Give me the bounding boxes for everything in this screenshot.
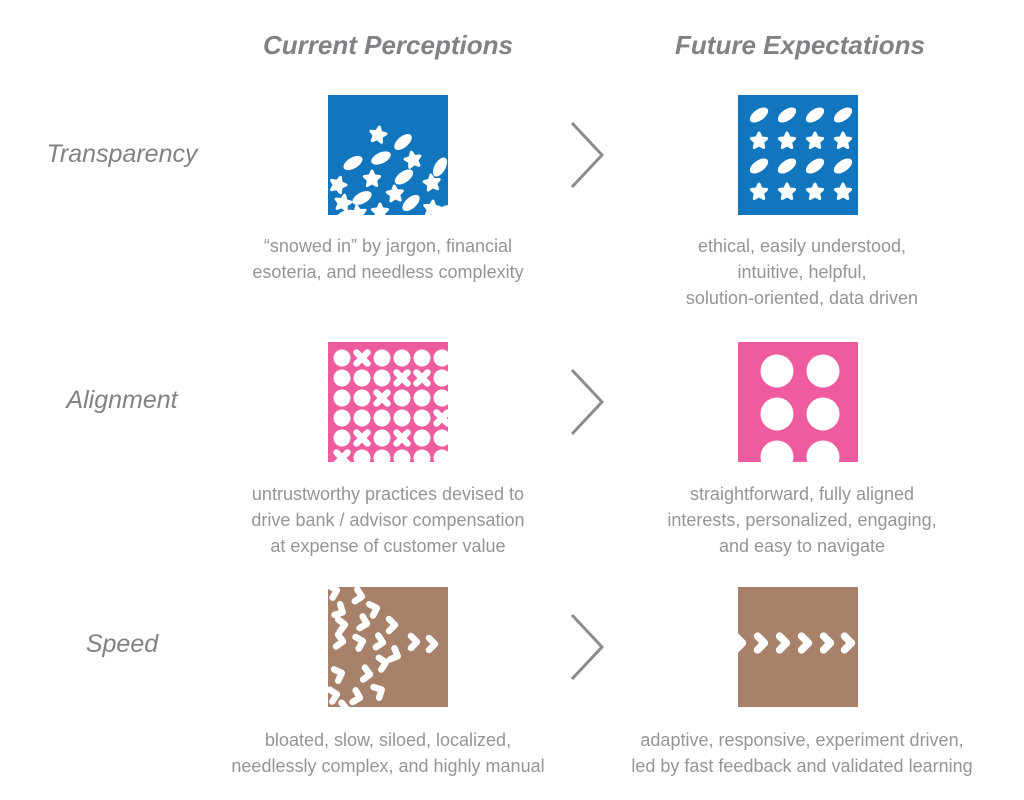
caption-line: drive bank / advisor compensation xyxy=(251,510,525,530)
column-header-future-expectations: Future Expectations xyxy=(675,30,925,60)
speed-current-tile xyxy=(328,587,448,707)
caption-line: adaptive, responsive, experiment driven, xyxy=(640,730,964,750)
transparency-future-tile xyxy=(738,95,858,215)
caption-line: solution-oriented, data driven xyxy=(685,288,919,308)
caption-line: ethical, easily understood, xyxy=(697,236,907,256)
chevron-right-arrow-icon xyxy=(570,613,605,681)
chevron-right-arrow-icon xyxy=(570,121,605,189)
scattered-chevrons-flock-icon xyxy=(328,587,448,707)
row-label-transparency: Transparency xyxy=(46,140,198,168)
large-circles-grid-icon xyxy=(738,342,858,462)
column-header-current-perceptions: Current Perceptions xyxy=(263,30,513,60)
aligned-chevrons-row-icon xyxy=(738,587,858,707)
speed-future-tile xyxy=(738,587,858,707)
caption-line: intuitive, helpful, xyxy=(737,262,867,282)
speed-current-caption: bloated, slow, siloed, localized, needle… xyxy=(188,727,588,779)
caption-line: bloated, slow, siloed, localized, xyxy=(264,730,512,750)
transparency-current-tile xyxy=(328,95,448,215)
alignment-current-caption: untrustworthy practices devised to drive… xyxy=(188,481,588,559)
transparency-current-caption: “snowed in” by jargon, financial esoteri… xyxy=(188,233,588,285)
caption-line: at expense of customer value xyxy=(270,536,506,556)
transparency-transition-arrow xyxy=(566,117,610,193)
caption-line: “snowed in” by jargon, financial xyxy=(263,236,513,256)
caption-line: untrustworthy practices devised to xyxy=(251,484,525,504)
scattered-stars-ellipses-icon xyxy=(328,95,448,215)
speed-future-caption: adaptive, responsive, experiment driven,… xyxy=(602,727,1002,779)
speed-transition-arrow xyxy=(566,609,610,685)
row-label-speed: Speed xyxy=(85,630,159,658)
caption-line: interests, personalized, engaging, xyxy=(667,510,937,530)
caption-line: straightforward, fully aligned xyxy=(689,484,915,504)
chevron-right-arrow-icon xyxy=(570,368,605,436)
row-label-alignment: Alignment xyxy=(66,386,178,414)
caption-line: esoteria, and needless complexity xyxy=(252,262,524,282)
transparency-future-caption: ethical, easily understood, intuitive, h… xyxy=(602,233,1002,311)
caption-line: and easy to navigate xyxy=(718,536,886,556)
circles-with-x-marks-icon xyxy=(328,342,448,462)
alignment-future-caption: straightforward, fully aligned interests… xyxy=(602,481,1002,559)
aligned-stars-ellipses-grid-icon xyxy=(738,95,858,215)
alignment-current-tile xyxy=(328,342,448,462)
caption-line: needlessly complex, and highly manual xyxy=(231,756,545,776)
caption-line: led by fast feedback and validated learn… xyxy=(631,756,973,776)
alignment-transition-arrow xyxy=(566,364,610,440)
alignment-future-tile xyxy=(738,342,858,462)
